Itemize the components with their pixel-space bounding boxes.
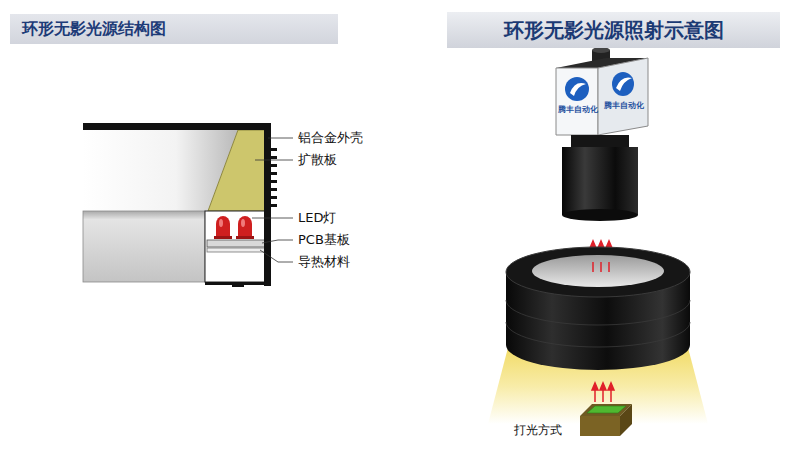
fin (271, 164, 277, 167)
leader-line (260, 250, 293, 262)
part-label: 扩散板 (298, 152, 337, 168)
ring-light-section (83, 123, 293, 287)
header-text: 环形无影光源结构图 (22, 19, 166, 38)
arrow-head (592, 383, 598, 390)
led-compartment (205, 211, 265, 282)
object-front (580, 416, 620, 436)
thermal-layer (207, 248, 265, 252)
cooling-fins (271, 148, 277, 207)
arrow-shaft (610, 389, 612, 402)
fin (271, 196, 277, 199)
logo-text: 腾丰自动化 (604, 98, 644, 114)
pcb-board (207, 240, 265, 247)
fin (271, 180, 277, 183)
leader-line (262, 240, 293, 243)
leader-line (252, 218, 293, 219)
housing-foot (232, 282, 244, 287)
object-side (620, 404, 632, 436)
illumination-scene (488, 47, 708, 436)
light-arrows (593, 262, 609, 272)
housing-top (83, 123, 271, 130)
fin (271, 148, 277, 151)
housing-wall (264, 123, 271, 286)
section-header: 环形无影光源结构图 (10, 14, 338, 44)
led-dome (238, 216, 252, 238)
caption-label: 打光方式 (514, 422, 562, 438)
arrow-shaft (594, 389, 596, 402)
arrow-shaft (600, 262, 602, 272)
logo-text: 腾丰自动化 (558, 102, 598, 118)
ring-groove (506, 300, 690, 325)
part-label: LED灯 (298, 210, 336, 226)
fin (271, 156, 277, 159)
ring-opening (532, 255, 664, 287)
fin (271, 188, 277, 191)
fin (271, 172, 277, 175)
led-highlight (219, 219, 223, 227)
part-label: 导热材料 (298, 254, 350, 270)
part-label: PCB基板 (298, 232, 350, 248)
logo-mark (570, 83, 586, 96)
fin (271, 204, 277, 207)
diffuser-plate (208, 130, 265, 211)
lens-neck (571, 135, 629, 148)
logo-mark (612, 72, 634, 96)
lens-bottom (562, 209, 638, 221)
logo-mark (565, 77, 589, 101)
led-highlight (241, 219, 245, 227)
light-arrows (592, 383, 614, 402)
camera-front (556, 68, 598, 135)
ring-top (506, 247, 690, 297)
lower-block (83, 211, 205, 282)
ring-groove (506, 322, 690, 347)
header-text: 环形无影光源照射示意图 (504, 18, 724, 42)
led-dome (216, 216, 230, 238)
part-label: 铝合金外壳 (298, 130, 363, 146)
object-chip (587, 406, 626, 413)
logo-mark (616, 77, 632, 91)
arrow-shaft (592, 262, 594, 272)
arrow-head (608, 383, 614, 390)
led-rim (236, 236, 254, 239)
camera-side (598, 58, 648, 135)
leader-lines (252, 138, 293, 262)
arrow-head (600, 383, 606, 390)
led-rim (214, 236, 232, 239)
leader-line (268, 138, 293, 139)
section-header: 环形无影光源照射示意图 (447, 12, 780, 48)
lens-body (562, 147, 638, 215)
leader-line (255, 160, 293, 161)
arrow-shaft (608, 262, 610, 272)
arrow-shaft (602, 389, 604, 402)
